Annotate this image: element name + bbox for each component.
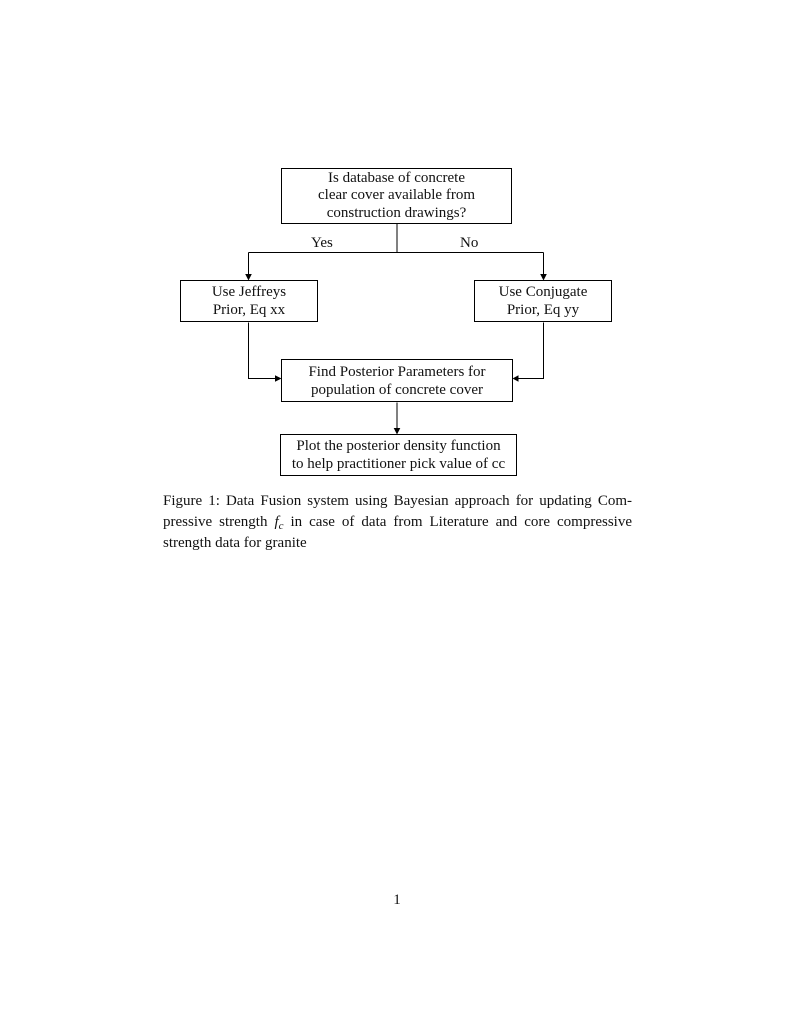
math-subscript-c: c	[278, 520, 284, 532]
edge-conjugate-posterior-line	[518, 322, 544, 379]
node-plot-line: to help practitioner pick value of cc	[291, 456, 506, 472]
edge-conjugate-posterior-arrowhead	[512, 375, 519, 382]
node-conjugate-line: Prior, Eq yy	[506, 302, 580, 318]
node-question-line: Is database of concrete	[327, 169, 465, 186]
node-question-line: construction drawings?	[326, 204, 467, 221]
edge-jeffreys-posterior-line	[248, 322, 275, 379]
node-jeffreys-line: Prior, Eq xx	[212, 302, 286, 318]
figure-caption: Figure 1: Data Fusion system using Bayes…	[163, 491, 632, 554]
node-posterior-line: Find Posterior Parameters for	[308, 363, 486, 380]
figure-caption-line-3: strength data for granite	[163, 535, 307, 551]
figure-caption-line-1: Figure 1: Data Fusion system using Bayes…	[163, 493, 632, 509]
flowchart-node-question: Is database of concrete clear cover avai…	[281, 168, 512, 224]
page-number: 1	[393, 892, 401, 908]
edge-label-no: No	[460, 235, 479, 251]
node-question-line: clear cover available from	[318, 187, 475, 204]
flowchart-node-find-posterior: Find Posterior Parameters for population…	[281, 359, 513, 402]
node-posterior-line: population of concrete cover	[310, 381, 483, 398]
flowchart-node-plot-density: Plot the posterior density function to h…	[280, 434, 517, 476]
math-f: f	[274, 514, 279, 530]
node-jeffreys-line: Use Jeffreys	[211, 284, 287, 300]
math-fc-symbol: fc	[274, 514, 284, 532]
edge-label-yes: Yes	[311, 235, 333, 251]
figure-caption-line-2: pressive strength fc in case of data fro…	[163, 512, 632, 533]
flowchart-node-conjugate-prior: Use Conjugate Prior, Eq yy	[474, 280, 612, 322]
flowchart-node-jeffreys-prior: Use Jeffreys Prior, Eq xx	[180, 280, 318, 322]
caption-text-after-math: in case of data from Literature and core…	[290, 514, 633, 530]
caption-text-before-math: pressive strength	[163, 514, 268, 530]
edge-question-split-line	[248, 224, 544, 253]
node-conjugate-line: Use Conjugate	[498, 284, 588, 300]
node-plot-line: Plot the posterior density function	[296, 438, 501, 454]
